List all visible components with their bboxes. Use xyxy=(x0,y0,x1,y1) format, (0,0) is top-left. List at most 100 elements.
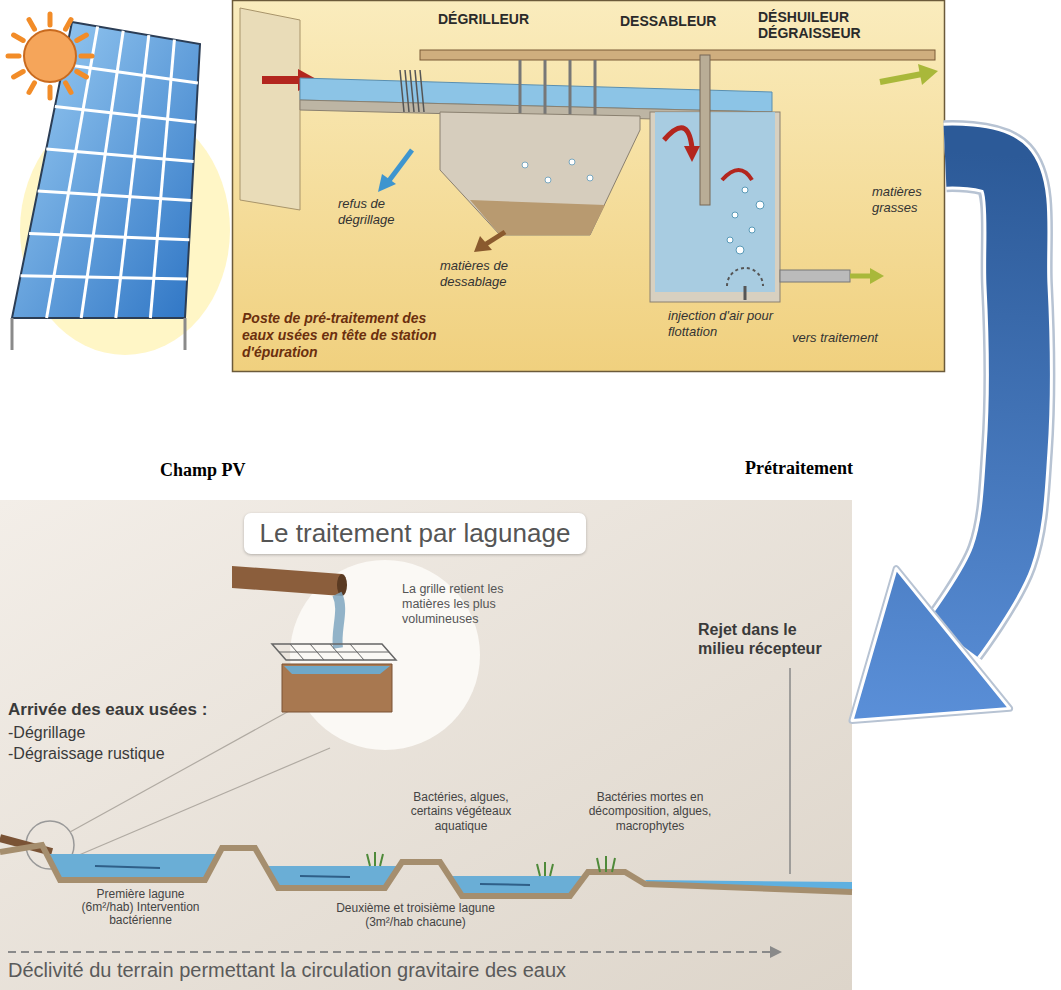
picture-caption: Prétraitement xyxy=(745,458,853,480)
pretreatment-drawing xyxy=(486,232,505,244)
lagoon-name: Première lagune (6m²/hab) Intervention b… xyxy=(78,888,203,928)
sun-symbol xyxy=(29,83,35,93)
picture-caption-note: Poste de pré-traitement des eaux usées e… xyxy=(242,310,437,360)
stage-name: DESSABLEUR xyxy=(620,13,716,30)
arrow-head-outline xyxy=(852,569,1010,721)
lagoon-drawing xyxy=(70,705,300,832)
process-note: vers traitement xyxy=(792,330,878,346)
arrow-head xyxy=(852,569,1010,721)
pretreatment-drawing xyxy=(233,1,945,372)
pv-panel-drawing xyxy=(81,31,123,318)
pretreatment-drawing xyxy=(870,268,884,284)
picture-title: Le traitement par lagunage xyxy=(244,513,587,554)
lagoon-drawing xyxy=(597,856,615,872)
pretreatment-drawing xyxy=(474,236,492,252)
pretreatment-drawing xyxy=(749,227,755,233)
pretreatment-drawing xyxy=(780,270,850,282)
pretreatment-drawing xyxy=(722,170,752,180)
pretreatment-drawing xyxy=(587,175,593,181)
lagoon-drawing xyxy=(300,876,350,877)
inlet-heading: Arrivée des eaux usées : xyxy=(8,700,207,720)
lagoon-drawing xyxy=(95,866,530,885)
sun-symbol xyxy=(66,20,72,30)
lagoon-drawing xyxy=(265,866,399,886)
pretreatment-drawing xyxy=(569,159,575,165)
sun-symbol xyxy=(81,54,92,59)
lagoon-drawing xyxy=(537,862,553,876)
pretreatment-drawing xyxy=(388,150,412,182)
sun-symbol xyxy=(14,72,24,78)
lagoon-drawing xyxy=(279,652,389,653)
pretreatment-drawing xyxy=(727,237,733,243)
pretreatment-drawing xyxy=(405,70,409,112)
pv-panel-drawing xyxy=(46,149,193,162)
pretreatment-drawing xyxy=(684,146,700,162)
sun-symbol xyxy=(29,20,35,30)
pretreatment-drawing xyxy=(655,112,775,292)
arrow-shaft-outline xyxy=(945,156,1019,638)
process-note: injection d'air pour flottation xyxy=(668,308,776,339)
stage-name: DÉGRILLEUR xyxy=(438,11,529,28)
lagoon-drawing xyxy=(337,594,340,648)
pretreatment-drawing xyxy=(420,50,935,60)
sun-symbol xyxy=(77,72,87,78)
sun-symbol xyxy=(77,35,87,41)
stage-name: DÉSHUILEUR DÉGRAISSEUR xyxy=(758,9,878,41)
callout-note: La grille retient les matières les plus … xyxy=(402,582,537,627)
lagoon-drawing xyxy=(8,951,770,953)
pretreatment-drawing xyxy=(410,70,414,112)
inlet-step: -Dégraissage rustique xyxy=(8,744,165,763)
lagoon-drawing xyxy=(232,566,342,596)
lagoon-drawing xyxy=(272,644,396,660)
pretreatment-drawing xyxy=(400,70,424,112)
output-label: refus de dégrillage xyxy=(338,196,433,227)
lagoon-drawing xyxy=(282,664,392,712)
pv-panel-drawing xyxy=(21,276,188,279)
lagoon-note: Bactéries mortes en décomposition, algue… xyxy=(585,790,715,833)
pv-panel-drawing xyxy=(12,22,200,318)
pretreatment-drawing xyxy=(727,268,763,286)
lagoon-drawing xyxy=(284,666,390,674)
pretreatment-drawing xyxy=(240,8,300,210)
pv-panel-drawing xyxy=(150,40,174,318)
pretreatment-drawing xyxy=(744,286,747,300)
lagoon-drawing xyxy=(480,884,530,885)
pretreatment-drawing xyxy=(756,201,764,209)
sun-symbol xyxy=(8,14,92,98)
pretreatment-drawing xyxy=(233,1,945,372)
pretreatment-drawing xyxy=(700,55,710,205)
pretreatment-drawing xyxy=(664,128,692,148)
pretreatment-drawing xyxy=(470,200,605,235)
pretreatment-drawing xyxy=(440,112,640,235)
inlet-step: -Dégrillage xyxy=(8,723,85,742)
pretreatment-drawing xyxy=(420,70,424,112)
lagoon-drawing xyxy=(72,748,330,858)
pretreatment-drawing xyxy=(650,112,780,302)
arrow-shaft-rim xyxy=(945,156,1019,638)
arrow-shaft xyxy=(945,156,1019,638)
pretreatment-drawing xyxy=(378,174,396,192)
pretreatment-drawing xyxy=(918,64,938,85)
lagoon-drawing xyxy=(449,876,585,894)
pretreatment-drawing xyxy=(880,74,922,82)
pretreatment-drawing xyxy=(736,246,744,254)
pretreatment-drawing xyxy=(415,70,419,112)
pretreatment-drawing xyxy=(522,159,593,183)
lagoon-drawing xyxy=(95,866,160,868)
pv-panel-drawing xyxy=(55,107,196,123)
slope-note: Déclivité du terrain permettant la circu… xyxy=(8,958,566,982)
flow-arrow xyxy=(852,156,1019,720)
picture-caption: Champ PV xyxy=(160,460,246,482)
pretreatment-drawing xyxy=(732,212,738,218)
sun-symbol xyxy=(24,30,76,82)
pv-panel-drawing xyxy=(29,233,189,239)
pretreatment-drawing xyxy=(522,162,528,168)
lagoon-drawing xyxy=(367,852,615,876)
pretreatment-drawing xyxy=(850,274,872,279)
output-label: matières de dessablage xyxy=(440,258,540,289)
lagoon-drawing xyxy=(279,644,389,660)
